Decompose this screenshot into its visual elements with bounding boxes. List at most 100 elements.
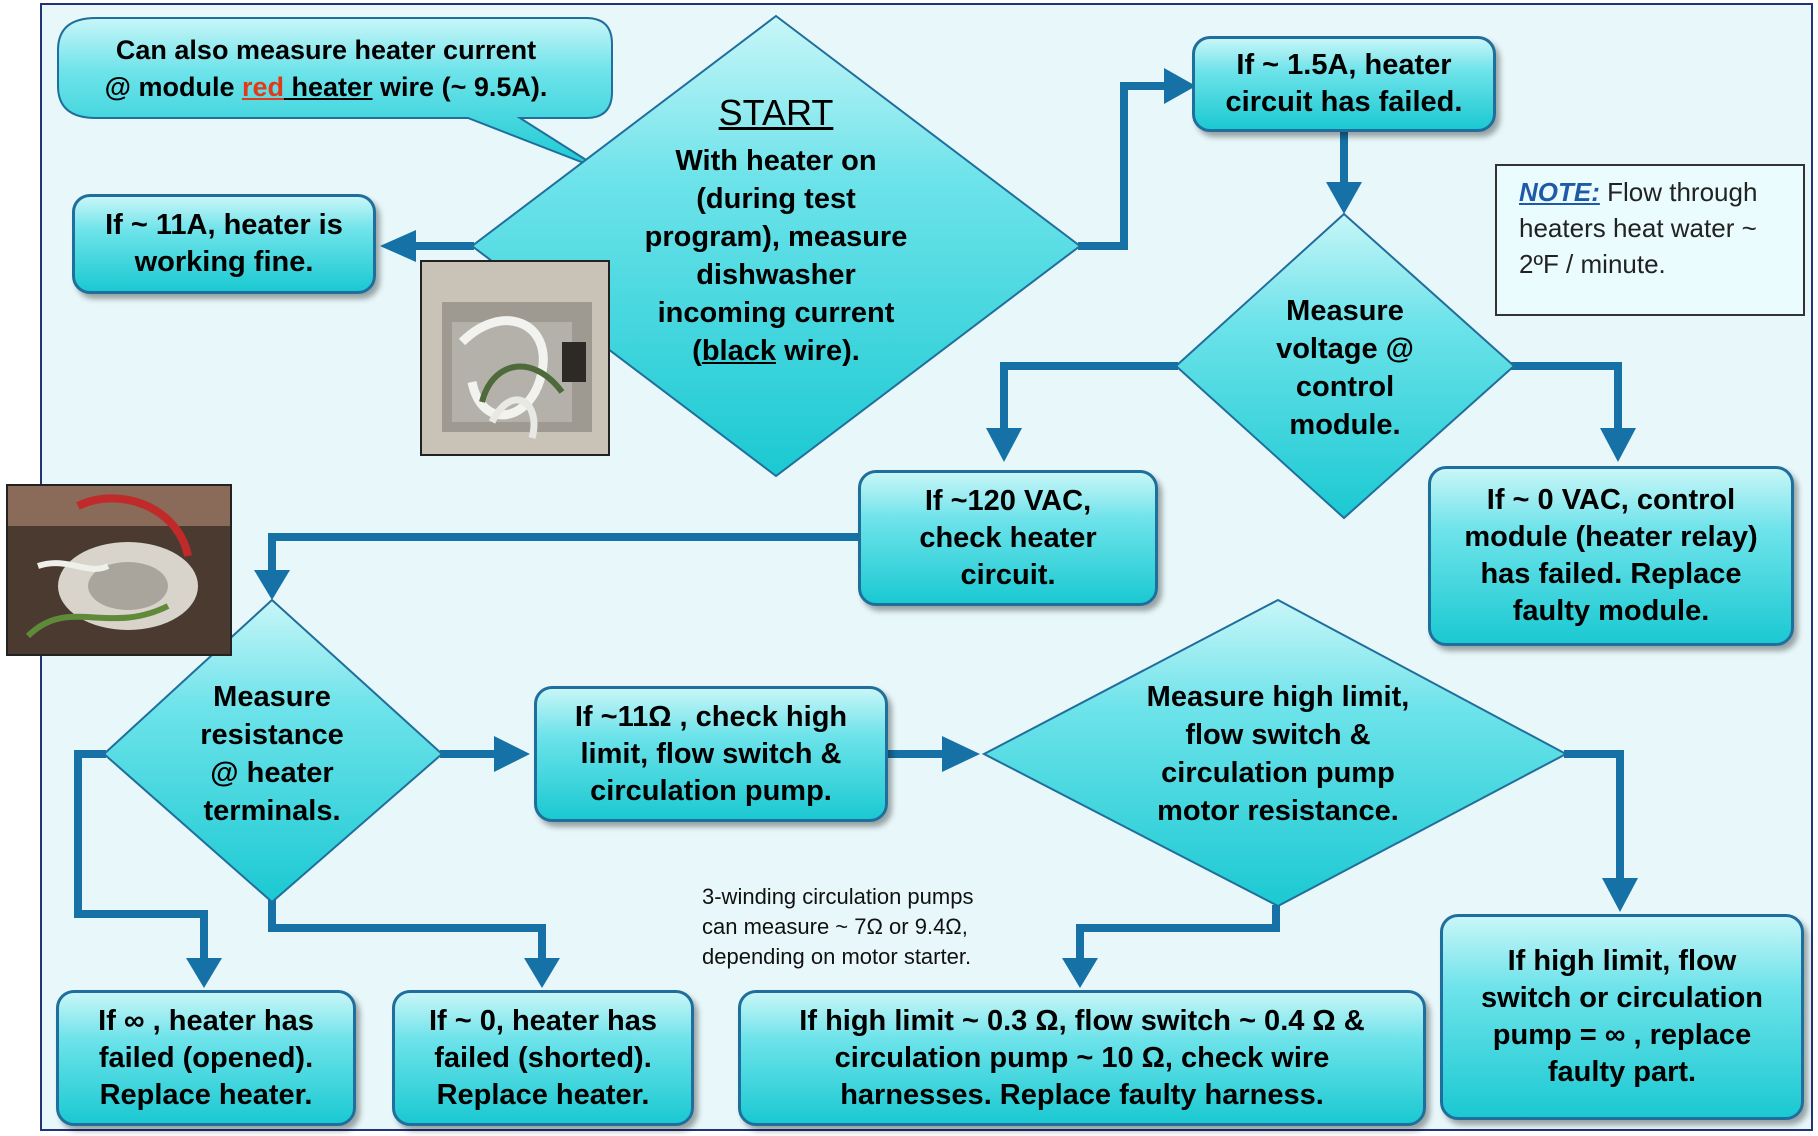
note-text: heaters heat water ~ — [1519, 213, 1757, 243]
footnote-line: depending on motor starter. — [702, 944, 972, 969]
highlimit-line: Measure high limit, — [1146, 681, 1410, 713]
start-line: With heater on — [675, 145, 877, 177]
arrowhead — [494, 736, 530, 772]
arrowhead — [1600, 428, 1636, 462]
box-line: circulation pump ~ 10 Ω, check wire — [834, 1041, 1330, 1074]
start-title: START — [718, 92, 834, 133]
heater-terminal-photo — [6, 484, 232, 656]
box-line: If ~ 0 VAC, control — [1486, 484, 1736, 516]
start-line: program), measure — [644, 221, 908, 253]
arrow-voltage-to-0 — [1510, 362, 1622, 430]
highlimit-line: motor resistance. — [1157, 795, 1399, 827]
arrowhead — [186, 958, 222, 988]
callout-line2: @ module red heater wire (~ 9.5A). — [62, 69, 590, 106]
box-line: If ~ 0, heater has — [428, 1004, 658, 1037]
shorted-box: If ~ 0, heater has failed (shorted). Rep… — [392, 990, 694, 1126]
highlimit-line: circulation pump — [1161, 757, 1395, 789]
box-line: limit, flow switch & — [580, 737, 842, 770]
arrowhead — [524, 958, 560, 988]
working-fine-box: If ~ 11A, heater is working fine. — [72, 194, 376, 294]
voltage-line: control — [1295, 371, 1395, 403]
arrowhead — [986, 428, 1022, 462]
start-paren: ( — [692, 335, 702, 367]
circuit-failed-box: If ~ 1.5A, heater circuit has failed. — [1192, 36, 1496, 132]
start-text: START With heater on (during test progra… — [590, 64, 962, 394]
resistance-line: Measure — [213, 681, 331, 713]
arrowhead — [254, 570, 290, 600]
footnote-line: 3-winding circulation pumps — [702, 884, 974, 909]
box-line: faulty part. — [1547, 1056, 1697, 1088]
box-line: module (heater relay) — [1464, 521, 1758, 553]
arrowhead — [1062, 958, 1098, 988]
vac0-box: If ~ 0 VAC, control module (heater relay… — [1428, 466, 1794, 646]
callout-heater-word: heater — [284, 72, 373, 102]
vac120-box: If ~120 VAC, check heater circuit. — [858, 470, 1158, 606]
arrow-resistance-to-open — [74, 750, 208, 960]
start-diamond — [470, 14, 1082, 478]
callout-at-module: @ module — [104, 72, 242, 102]
resistance-line: terminals. — [203, 795, 341, 827]
box-line: Replace heater. — [99, 1078, 313, 1111]
voltage-diamond — [1174, 212, 1516, 520]
box-line: If high limit, flow — [1507, 945, 1737, 977]
arrow-highlimit-to-harness — [1076, 905, 1280, 960]
box-line: failed (opened). — [98, 1041, 314, 1074]
box-line: circuit. — [960, 558, 1056, 591]
callout-red-word: red — [241, 72, 284, 102]
pump-footnote: 3-winding circulation pumps can measure … — [702, 882, 1054, 972]
voltage-line: Measure — [1286, 295, 1404, 327]
wire-box-photo — [420, 260, 610, 456]
highlimit-text: Measure high limit, flow switch & circul… — [1098, 676, 1458, 832]
voltage-line: voltage @ — [1276, 333, 1414, 365]
start-line: incoming current — [657, 297, 895, 329]
note-box: NOTE: Flow through heaters heat water ~ … — [1495, 164, 1805, 316]
box-line: failed (shorted). — [434, 1041, 652, 1074]
box-line: working fine. — [134, 246, 314, 278]
arrowhead — [1602, 878, 1638, 912]
faulty-part-box: If high limit, flow switch or circulatio… — [1440, 914, 1804, 1120]
box-line: harnesses. Replace faulty harness. — [840, 1078, 1324, 1111]
footnote-line: can measure ~ 7Ω or 9.4Ω, — [702, 914, 968, 939]
callout-text: Can also measure heater current @ module… — [62, 32, 590, 104]
arrowhead — [380, 230, 416, 262]
arrow-highlimit-to-part — [1564, 750, 1624, 880]
note-text: 2ºF / minute. — [1519, 249, 1666, 279]
box-line: has failed. Replace — [1480, 558, 1742, 590]
start-wire: wire). — [776, 335, 860, 367]
callout-bubble — [57, 17, 613, 171]
arrow-resistance-to-shorted — [268, 890, 546, 960]
start-line: dishwasher — [696, 259, 856, 291]
arrow-voltage-to-120 — [1000, 362, 1178, 430]
arrow-120-to-resistance — [268, 533, 858, 574]
start-line: (black wire). — [692, 332, 860, 370]
callout-wire: wire (~ 9.5A). — [372, 72, 548, 102]
ohm11-box: If ~11Ω , check high limit, flow switch … — [534, 686, 888, 822]
box-line: switch or circulation — [1481, 982, 1763, 1014]
resistance-diamond — [102, 598, 444, 904]
box-line: If ~ 1.5A, heater — [1236, 49, 1452, 81]
arrowhead — [1164, 68, 1196, 104]
callout-line1: Can also measure heater current — [115, 35, 537, 65]
box-line: If ~120 VAC, — [924, 484, 1092, 517]
highlimit-line: flow switch & — [1185, 719, 1371, 751]
note-line1: NOTE: Flow through — [1519, 174, 1793, 210]
box-line: Replace heater. — [436, 1078, 650, 1111]
start-line: (during test — [696, 183, 856, 215]
box-line: circuit has failed. — [1225, 86, 1463, 118]
voltage-line: module. — [1289, 409, 1401, 441]
box-line: If high limit ~ 0.3 Ω, flow switch ~ 0.4… — [799, 1004, 1365, 1037]
voltage-text: Measure voltage @ control module. — [1230, 290, 1460, 446]
box-line: faulty module. — [1512, 595, 1710, 627]
harness-box: If high limit ~ 0.3 Ω, flow switch ~ 0.4… — [738, 990, 1426, 1126]
box-line: If ~11Ω , check high — [574, 700, 848, 733]
box-line: check heater — [919, 521, 1097, 554]
box-line: pump = ∞ , replace — [1492, 1019, 1752, 1051]
arrowhead — [942, 736, 980, 772]
resistance-line: resistance — [200, 719, 344, 751]
heater-terminal-photo-drawing — [8, 486, 230, 654]
open-box: If ∞ , heater has failed (opened). Repla… — [56, 990, 356, 1126]
arrow-start-to-failed — [1078, 82, 1168, 250]
box-line: If ∞ , heater has — [98, 1004, 314, 1037]
wire-box-photo-drawing — [422, 262, 608, 454]
